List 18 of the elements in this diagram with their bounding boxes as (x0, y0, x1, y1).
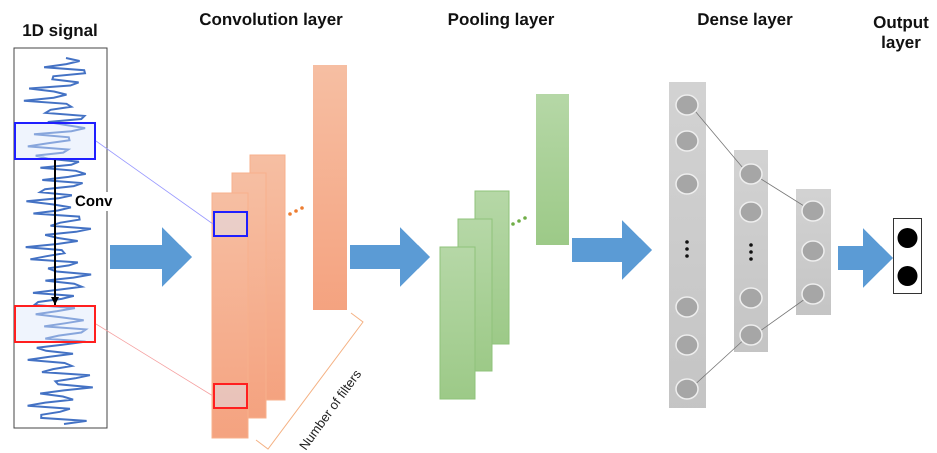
sliding-window (14, 305, 96, 343)
layer-heading: Pooling layer (448, 10, 554, 30)
sliding-window (213, 211, 248, 237)
sliding-window (14, 122, 96, 160)
block-arrow (350, 227, 430, 287)
arrow (51, 160, 59, 305)
layer-heading: Output layer (872, 13, 930, 53)
sliding-window (213, 383, 248, 409)
layer-heading: 1D signal (22, 21, 98, 41)
layer-heading: Dense layer (697, 10, 793, 30)
block-arrow (110, 227, 192, 287)
block-arrow (838, 228, 893, 288)
block-arrow (572, 220, 652, 280)
connector-line (96, 324, 214, 396)
layer-heading: Convolution layer (199, 10, 343, 30)
connector-line (96, 140, 214, 224)
edge-label: Conv (72, 192, 116, 211)
output-box (893, 218, 922, 294)
